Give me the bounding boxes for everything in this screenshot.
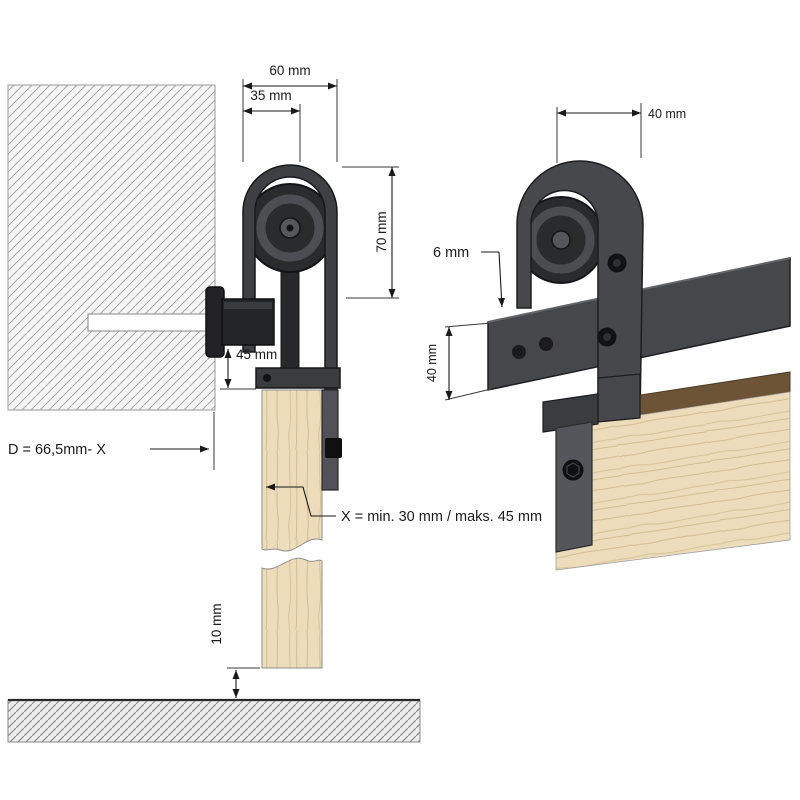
flange-screw [263, 374, 271, 382]
left-section-view: 60 mm 35 mm 70 mm 45 mm D = 66,5mm- X [7, 63, 542, 743]
dimension-70mm: 70 mm [342, 166, 399, 299]
door-top-flange-3d [542, 393, 599, 433]
dimension-10mm-label: 10 mm [209, 603, 224, 644]
bracket-strap-front [597, 373, 641, 423]
hex-bolt [562, 459, 584, 481]
mounting-bolt-slot [87, 313, 216, 332]
dimension-D-label: D = 66,5mm- X [8, 442, 106, 458]
door-panel-lower [261, 557, 323, 669]
hook-bracket-3d [516, 160, 644, 423]
wall-cross-section [7, 84, 216, 411]
dimension-X-label: X = min. 30 mm / maks. 45 mm [341, 509, 542, 525]
hanger-strap [280, 257, 300, 371]
dimension-45mm-label: 45 mm [236, 347, 277, 362]
dimension-6mm: 6 mm [433, 245, 506, 308]
dimension-6mm-label: 6 mm [433, 245, 469, 261]
roller-wheel [245, 183, 335, 273]
dimension-40mm-side: 40 mm [425, 322, 492, 401]
bracket-bolt-center [613, 259, 621, 267]
dimension-60mm: 60 mm [242, 63, 338, 162]
door-panel-upper [261, 389, 323, 552]
floor-cross-section [7, 699, 421, 743]
dimension-60mm-label: 60 mm [269, 63, 310, 78]
dimension-X-formula: X = min. 30 mm / maks. 45 mm [266, 483, 542, 525]
door-side-strap-3d [555, 421, 593, 553]
hex-bolt-head [566, 462, 580, 478]
right-perspective-view: 40 mm 6 mm 40 mm [425, 103, 791, 571]
strap-bolt-head [325, 438, 342, 458]
rail-hole [539, 337, 553, 351]
dimension-35mm: 35 mm [243, 88, 301, 162]
bracket-bolt-center [603, 333, 611, 341]
rail-hole [512, 345, 526, 359]
dimension-35mm-label: 35 mm [250, 88, 291, 103]
dimension-40mm-side-label: 40 mm [425, 344, 439, 382]
spacer-highlight [224, 302, 272, 309]
dimension-10mm: 10 mm [209, 603, 260, 698]
dimension-40mm-top-label: 40 mm [648, 107, 686, 121]
dimension-40mm-top: 40 mm [556, 103, 686, 163]
dimension-D-formula: D = 66,5mm- X [8, 412, 215, 470]
door-top-flange [255, 367, 341, 389]
dimension-45mm: 45 mm [220, 347, 277, 390]
dimension-70mm-label: 70 mm [374, 211, 389, 252]
